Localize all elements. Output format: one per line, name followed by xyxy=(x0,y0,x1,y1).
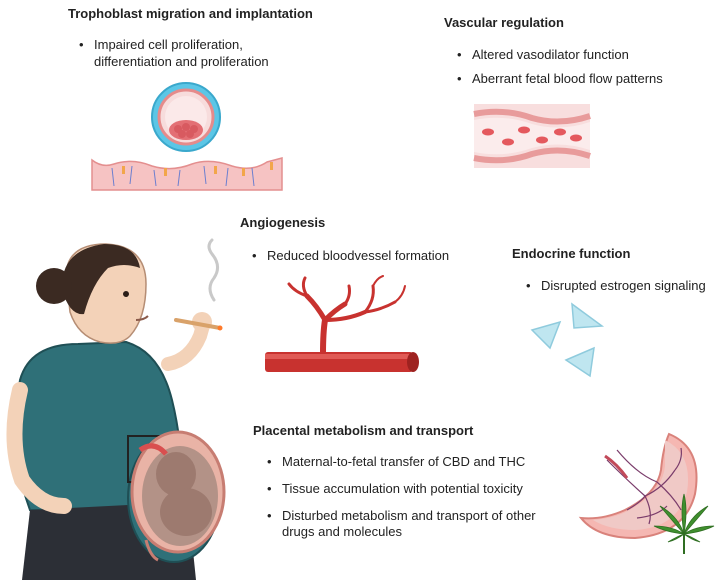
angiogenesis-list: Reduced bloodvessel formation xyxy=(249,247,489,264)
vascular-item-2: Aberrant fetal blood flow patterns xyxy=(454,70,714,87)
placental-list: Maternal-to-fetal transfer of CBD and TH… xyxy=(264,454,564,540)
placental-item-3: Disturbed metabolism and transport of ot… xyxy=(264,508,564,540)
branching-vessel-icon xyxy=(265,275,419,372)
trophoblast-item-1: Impaired cell proliferation, differentia… xyxy=(76,36,306,70)
trophoblast-title: Trophoblast migration and implantation xyxy=(68,6,313,21)
endocrine-item-1: Disrupted estrogen signaling xyxy=(523,277,717,294)
hormone-triangle-icon xyxy=(530,302,605,378)
angiogenesis-item-1: Reduced bloodvessel formation xyxy=(249,247,489,264)
blood-vessel-icon xyxy=(473,104,591,168)
vascular-title: Vascular regulation xyxy=(444,15,564,30)
endocrine-list: Disrupted estrogen signaling xyxy=(523,277,717,294)
pregnant-woman-icon xyxy=(6,238,226,580)
vascular-list: Altered vasodilator function Aberrant fe… xyxy=(454,46,714,87)
trophoblast-list: Impaired cell proliferation, differentia… xyxy=(76,36,306,70)
angiogenesis-title: Angiogenesis xyxy=(240,215,326,230)
placental-item-2: Tissue accumulation with potential toxic… xyxy=(264,481,564,497)
endometrium-icon xyxy=(91,157,283,191)
smoke-icon xyxy=(207,238,219,302)
placental-title: Placental metabolism and transport xyxy=(253,423,474,438)
blastocyst-icon xyxy=(151,82,221,152)
placental-item-1: Maternal-to-fetal transfer of CBD and TH… xyxy=(264,454,564,470)
endocrine-title: Endocrine function xyxy=(512,246,631,261)
vascular-item-1: Altered vasodilator function xyxy=(454,46,714,63)
cannabis-leaf-icon xyxy=(653,493,715,554)
